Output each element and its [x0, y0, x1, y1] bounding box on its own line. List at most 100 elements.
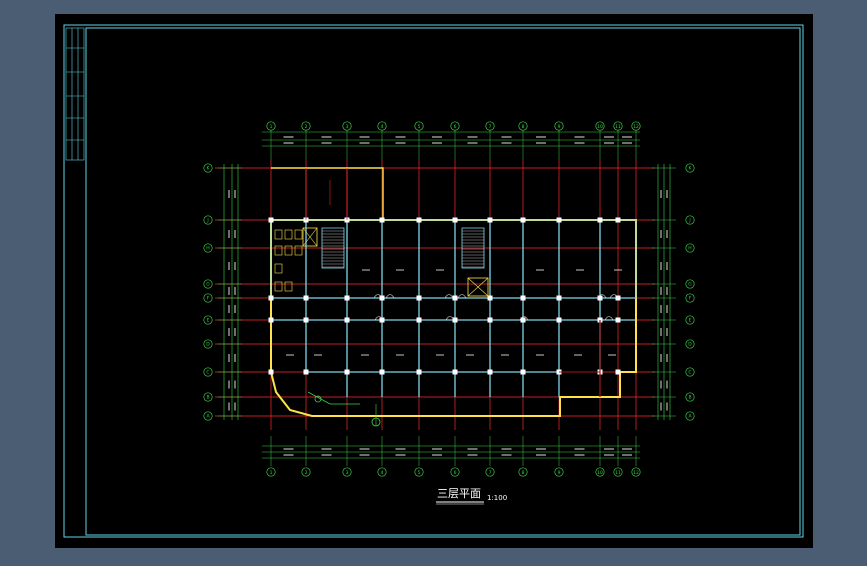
structural-column-8-1 — [556, 295, 562, 301]
axis-bubble-bottom-9 — [554, 467, 564, 477]
structural-column-6-2 — [487, 317, 493, 323]
structural-column-10-0 — [615, 217, 621, 223]
axis-label-left-F: F — [207, 296, 210, 302]
structural-column-2-2 — [344, 317, 350, 323]
axis-bubble-right-B — [685, 392, 695, 402]
axis-label-right-A: A — [688, 414, 692, 420]
axis-label-left-D: D — [206, 342, 210, 348]
axis-bubble-top-1 — [266, 121, 276, 131]
axis-label-bottom-8: 8 — [522, 470, 525, 476]
axis-label-bottom-7: 7 — [489, 470, 492, 476]
axis-label-bottom-12: 12 — [633, 470, 639, 476]
axis-label-bottom-11: 11 — [615, 470, 621, 476]
structural-column-9-0 — [597, 217, 603, 223]
structural-column-1-3 — [303, 369, 309, 375]
structural-column-7-3 — [520, 369, 526, 375]
axis-label-right-C: C — [688, 370, 691, 376]
axis-bubble-top-5 — [414, 121, 424, 131]
axis-bubble-right-C — [685, 367, 695, 377]
structural-column-4-2 — [416, 317, 422, 323]
toilet-fixture-4 — [284, 245, 293, 256]
door-swing-7 — [604, 316, 614, 321]
door-swing-5 — [445, 316, 455, 321]
structural-column-9-1 — [597, 295, 603, 301]
axis-bubble-top-12 — [631, 121, 641, 131]
structural-column-10-2 — [615, 317, 621, 323]
door-swing-0 — [373, 294, 383, 299]
structural-column-10-3 — [615, 369, 621, 375]
structural-column-3-0 — [379, 217, 385, 223]
entrance-path — [307, 391, 360, 405]
axis-bubble-bottom-6 — [450, 467, 460, 477]
door-swing-2 — [597, 294, 607, 299]
axis-label-bottom-10: 10 — [597, 470, 603, 476]
axis-label-right-J: J — [688, 218, 690, 224]
inner-frame — [85, 27, 801, 536]
axis-label-bottom-1: 1 — [270, 470, 273, 476]
axis-label-bottom-6: 6 — [454, 470, 457, 476]
stair-east — [461, 227, 485, 269]
structural-column-0-0 — [268, 217, 274, 223]
structural-column-5-0 — [452, 217, 458, 223]
axis-label-right-G: G — [688, 282, 692, 288]
axis-bubble-top-6 — [450, 121, 460, 131]
toilet-fixture-8 — [284, 281, 293, 292]
toilet-fixture-2 — [294, 229, 303, 240]
axis-label-right-F: F — [689, 296, 692, 302]
axis-bubble-left-F — [203, 293, 213, 303]
axis-bubble-top-9 — [554, 121, 564, 131]
structural-column-6-1 — [487, 295, 493, 301]
axis-label-left-C: C — [206, 370, 209, 376]
structural-column-5-3 — [452, 369, 458, 375]
axis-label-left-B: B — [206, 395, 209, 401]
axis-label-left-G: G — [206, 282, 210, 288]
door-swing-6 — [519, 316, 529, 321]
elevator-east-x2 — [467, 277, 489, 297]
elevator-west-x2 — [302, 227, 318, 247]
axis-label-top-7: 7 — [489, 124, 492, 130]
structural-column-4-1 — [416, 295, 422, 301]
axis-label-bottom-3: 3 — [346, 470, 349, 476]
axis-bubble-right-D — [685, 339, 695, 349]
axis-label-left-K: K — [207, 166, 211, 172]
axis-bubble-left-A — [203, 411, 213, 421]
axis-label-right-D: D — [688, 342, 692, 348]
door-swing-8 — [444, 294, 454, 299]
axis-bubble-right-J — [685, 215, 695, 225]
axis-label-bottom-2: 2 — [305, 470, 308, 476]
axis-bubble-right-F — [685, 293, 695, 303]
axis-label-top-3: 3 — [346, 124, 349, 130]
toilet-fixture-0 — [274, 229, 283, 240]
structural-column-5-1 — [452, 295, 458, 301]
axis-label-left-E: E — [207, 318, 210, 324]
axis-label-right-E: E — [689, 318, 692, 324]
structural-column-2-3 — [344, 369, 350, 375]
door-swing-4 — [374, 316, 384, 321]
axis-bubble-left-E — [203, 315, 213, 325]
axis-label-top-8: 8 — [522, 124, 525, 130]
axis-bubble-bottom-11 — [613, 467, 623, 477]
stair-west — [321, 227, 345, 269]
axis-label-top-9: 9 — [558, 124, 561, 130]
structural-column-2-1 — [344, 295, 350, 301]
toilet-fixture-7 — [274, 281, 283, 292]
axis-bubble-right-H — [685, 243, 695, 253]
section-marker-1 — [314, 395, 322, 403]
drawing-title: 三层平面 — [437, 487, 481, 500]
axis-label-top-10: 10 — [597, 124, 603, 130]
structural-column-1-1 — [303, 295, 309, 301]
door-swing-3 — [609, 294, 619, 299]
axis-bubble-bottom-12 — [631, 467, 641, 477]
axis-bubble-bottom-4 — [377, 467, 387, 477]
axis-bubble-top-8 — [518, 121, 528, 131]
axis-label-top-1: 1 — [270, 124, 273, 130]
elevator-west — [302, 227, 318, 247]
axis-label-left-H: H — [206, 246, 209, 252]
axis-bubble-bottom-8 — [518, 467, 528, 477]
structural-column-0-1 — [268, 295, 274, 301]
axis-label-right-K: K — [689, 166, 693, 172]
structural-column-7-1 — [520, 295, 526, 301]
structural-column-4-0 — [416, 217, 422, 223]
